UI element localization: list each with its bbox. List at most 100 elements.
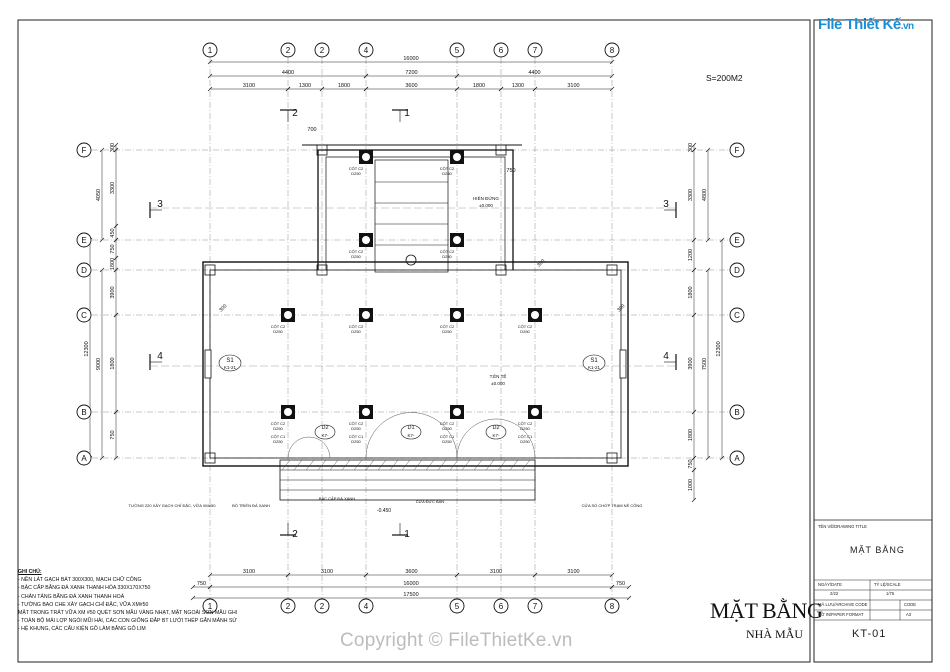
- tb-archive-label: MÃ LƯU/ARCHIVE CODE: [818, 602, 868, 607]
- column-tag: CỘT C2: [349, 324, 364, 329]
- step-hatch: [353, 459, 363, 471]
- tb-sheet-number: KT-01: [852, 628, 887, 640]
- tb-paper-value: A3: [906, 612, 912, 617]
- column-core: [362, 236, 370, 244]
- section-label: 3: [157, 199, 163, 210]
- note-item: - CHÂN TẢNG BẰNG ĐÁ XANH THANH HOÁ: [18, 593, 125, 600]
- dimension-label: 1800: [688, 286, 694, 298]
- note-item: - TOÀN BỘ MÁI LỢP NGÓI MŨI HÀI, CÁC CON …: [18, 618, 237, 625]
- step-hatch: [389, 459, 399, 471]
- grid-bubble-label: A: [81, 454, 87, 463]
- step-hatch: [341, 459, 351, 471]
- dimension-tick: [705, 237, 711, 243]
- section-label: 4: [663, 351, 669, 362]
- site-logo[interactable]: File Thiết Kế.vn: [818, 16, 914, 33]
- grid-bubble-label: 7: [533, 602, 538, 611]
- dimension-tick: [113, 455, 119, 461]
- column-size: D250: [273, 329, 283, 334]
- column-size: D250: [520, 329, 530, 334]
- column-tag: CỘT C2: [440, 166, 455, 171]
- hien-dung-elev: ±0.000: [479, 203, 493, 208]
- dimension-tick: [99, 455, 105, 461]
- column-size: D250: [273, 426, 283, 431]
- window-tag-label: S1: [226, 358, 234, 364]
- grid-bubble: [604, 42, 620, 58]
- column-core: [453, 153, 461, 161]
- dimension-label: 3100: [490, 569, 502, 575]
- general-notes: GHI CHÚ: - NỀN LÁT GẠCH BÁT 300X300, MẠC…: [18, 568, 318, 634]
- door-swing: [495, 418, 536, 459]
- logo-name: Thiết Kế: [845, 16, 902, 33]
- dimension-tick: [609, 584, 615, 590]
- section-label: 1: [404, 108, 410, 119]
- column-core: [453, 311, 461, 319]
- tien-te-elev: ±0.000: [491, 381, 505, 386]
- dimension-label: 4050: [96, 189, 102, 201]
- dimension-tick: [207, 86, 213, 92]
- grid-bubble-label: 2: [320, 46, 325, 55]
- grid-bubble: [358, 598, 374, 614]
- grid-bubble: [76, 307, 92, 323]
- column-size: D250: [442, 171, 452, 176]
- step-hatch: [305, 459, 315, 471]
- grid-bubble-label: C: [81, 311, 87, 320]
- dimension-tick: [285, 572, 291, 578]
- wall-dim-300: 300: [616, 303, 626, 313]
- grid-bubble-label: 1: [208, 602, 213, 611]
- grid-bubble: [604, 598, 620, 614]
- dimension-tick: [691, 312, 697, 318]
- dimension-label: 3300: [110, 182, 116, 194]
- tb-paper-label: CỠ IN/PAPER FORMAT: [818, 612, 864, 617]
- step-elevation: -0.450: [377, 508, 391, 514]
- dimension-label: 300: [688, 143, 694, 152]
- dimension-tick: [207, 73, 213, 79]
- dimension-tick: [691, 237, 697, 243]
- step-hatch: [473, 459, 483, 471]
- grid-bubble: [358, 42, 374, 58]
- dimension-tick: [609, 572, 615, 578]
- dimension-tick: [113, 147, 119, 153]
- dimension-tick: [609, 73, 615, 79]
- tb-date-label: NGÀY/DATE: [818, 582, 842, 587]
- window-note: CỬA SỔ CHỚP TRẠM NỀ CÔNG: [582, 503, 643, 508]
- dimension-label: 750: [616, 581, 625, 587]
- window-tag-sub: K1-21: [224, 365, 237, 370]
- door-swing: [308, 436, 331, 459]
- dimension-tick: [113, 223, 119, 229]
- dimension-tick: [190, 584, 196, 590]
- grid-bubble: [76, 450, 92, 466]
- column-size: D250: [520, 439, 530, 444]
- corner-pier: [204, 452, 216, 464]
- grid-bubble: [202, 598, 218, 614]
- grid-bubble: [449, 42, 465, 58]
- note-item: - HỆ KHUNG, CÁC CẤU KIỆN GỖ LÀM BẰNG GỖ …: [18, 626, 146, 633]
- dimension-label: 3900: [110, 286, 116, 298]
- dimension-label: 1800: [473, 83, 485, 89]
- dimension-tick: [626, 584, 632, 590]
- door-tag-sub: K7-: [492, 433, 500, 438]
- column-size: D250: [442, 439, 452, 444]
- wall-dim-300: 300: [536, 258, 546, 268]
- column-tag-c1: CỘT C1: [349, 434, 364, 439]
- grid-bubble: [527, 42, 543, 58]
- grid-bubble: [527, 598, 543, 614]
- corner-pier: [606, 264, 618, 276]
- grid-bubble: [729, 450, 745, 466]
- tien-te-label: T.ÊN TẾ: [490, 372, 507, 379]
- grid-bubble: [493, 42, 509, 58]
- dimension-label: 3300: [688, 189, 694, 201]
- dimension-tick: [532, 86, 538, 92]
- dimension-tick: [626, 595, 632, 601]
- dimension-label: 7500: [702, 358, 708, 370]
- dimension-tick: [609, 86, 615, 92]
- dimension-label: 750: [110, 244, 116, 253]
- grid-bubble-label: 5: [455, 46, 460, 55]
- grid-bubble: [314, 42, 330, 58]
- grid-bubble-label: F: [735, 146, 740, 155]
- dimension-label: 17500: [403, 592, 418, 598]
- column-tag: CỘT C2: [349, 166, 364, 171]
